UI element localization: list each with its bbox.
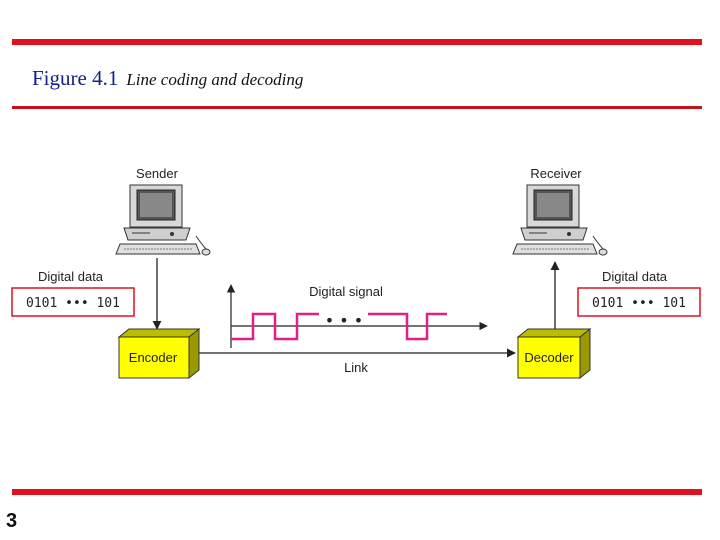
sender-computer-icon <box>115 184 211 256</box>
left-digital-data-label: Digital data <box>38 269 104 284</box>
digital-signal-waveform-right <box>368 312 447 341</box>
title-underline <box>12 106 702 109</box>
signal-ellipsis: • • • <box>325 311 363 330</box>
figure-number: Figure 4.1 <box>32 66 119 90</box>
encoder-box <box>117 327 201 380</box>
left-bits: 0101 ••• 101 <box>26 296 120 311</box>
digital-signal-label: Digital signal <box>309 284 383 299</box>
bottom-rule <box>12 489 702 495</box>
figure-caption: Line coding and decoding <box>126 70 304 89</box>
right-bits: 0101 ••• 101 <box>592 296 686 311</box>
left-bits-box <box>11 287 135 317</box>
top-rule <box>12 39 702 45</box>
receiver-label: Receiver <box>530 166 582 181</box>
right-digital-data-label: Digital data <box>602 269 668 284</box>
decoder-box <box>516 327 592 380</box>
figure-title: Figure 4.1 Line coding and decoding <box>32 66 303 91</box>
right-bits-box <box>577 287 701 317</box>
link-label: Link <box>344 360 368 375</box>
decoder-label: Decoder <box>524 350 574 365</box>
receiver-computer-icon <box>512 184 608 256</box>
sender-label: Sender <box>136 166 179 181</box>
digital-signal-waveform-left <box>231 312 319 341</box>
encoder-label: Encoder <box>129 350 178 365</box>
page-number: 3 <box>6 510 18 532</box>
